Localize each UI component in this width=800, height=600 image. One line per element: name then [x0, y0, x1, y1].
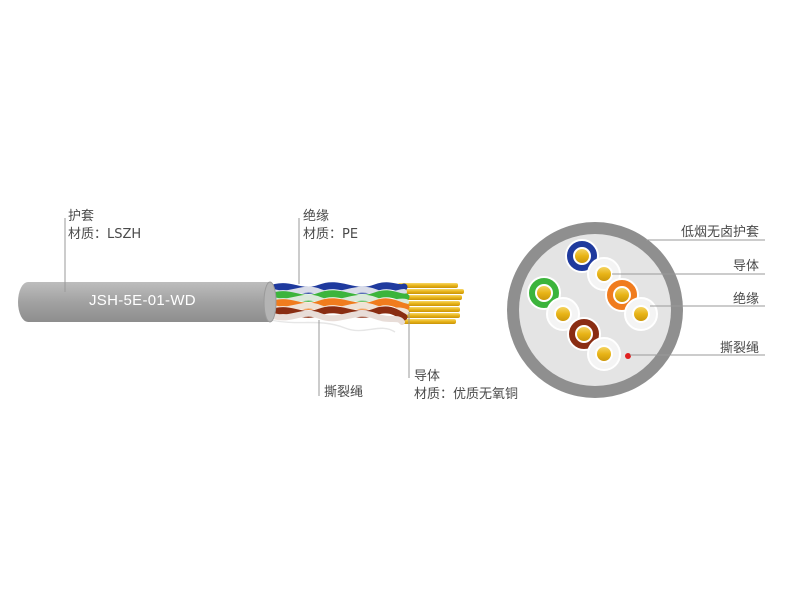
ripcord-strand — [269, 319, 396, 333]
twisted-pairs — [264, 282, 410, 325]
leader-lines — [64, 218, 410, 396]
cross-ripcord-label: 撕裂绳 — [720, 341, 760, 356]
jacket-material: 材质：LSZH — [68, 227, 142, 242]
insulation-label: 绝缘 材质：PE — [303, 208, 358, 244]
conductor-ends — [398, 283, 464, 324]
conductor-material: 材质：优质无氧铜 — [414, 387, 519, 402]
jacket-title: 护套 — [68, 209, 95, 224]
insulation-material: 材质：PE — [303, 227, 359, 242]
cross-conductor-label: 导体 — [733, 259, 760, 274]
cross-jacket-label: 低烟无卤护套 — [681, 225, 760, 240]
cross-section — [507, 222, 683, 398]
ripcord-dot — [625, 353, 631, 359]
cable-jacket — [18, 281, 277, 323]
conductor-label: 导体 材质：优质无氧铜 — [414, 368, 518, 404]
ripcord-title: 撕裂绳 — [324, 385, 364, 400]
insulation-title: 绝缘 — [303, 209, 330, 224]
conductor-title: 导体 — [414, 369, 441, 384]
jacket-label: 护套 材质：LSZH — [68, 208, 141, 244]
cross-insulation-label: 绝缘 — [733, 292, 760, 307]
cross-section-leaders — [612, 239, 765, 356]
ripcord-label: 撕裂绳 — [324, 384, 363, 402]
cable-model-label: JSH-5E-01-WD — [89, 292, 196, 309]
